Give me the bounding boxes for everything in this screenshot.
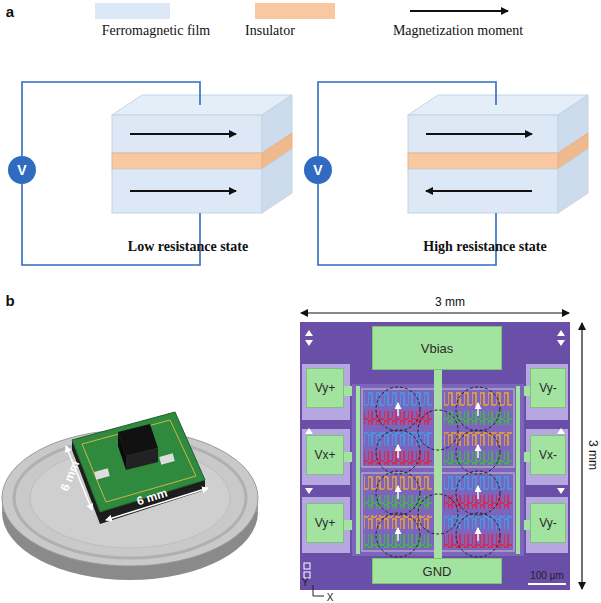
node-label: Vbias	[421, 341, 454, 356]
node-label: Vy-	[539, 516, 557, 530]
signal-pad: Vy+	[306, 368, 344, 408]
panel-label: a	[6, 3, 14, 20]
mtj-stack-parallel	[112, 95, 292, 213]
node-label: Vy-	[539, 381, 557, 395]
signal-pad: Vy+	[306, 503, 344, 543]
voltage-source: V	[8, 156, 36, 184]
axis-label: Y	[302, 577, 309, 588]
dimension-line	[581, 323, 582, 589]
state-caption: Low resistance state	[128, 239, 248, 255]
scale-bar-label: 100 µm	[530, 570, 564, 581]
signal-pad: Vy-	[530, 503, 566, 543]
circuit-wire	[318, 82, 496, 265]
ground-pad: GND	[372, 558, 502, 584]
signal-pad: Vy-	[530, 368, 566, 408]
coin-photo	[2, 412, 258, 580]
panel-label: b	[5, 292, 14, 309]
sensor-die	[300, 322, 570, 590]
node-label: V	[313, 162, 322, 178]
voltage-source: V	[304, 156, 332, 184]
node-label: Vy+	[315, 516, 336, 530]
signal-pad: Vx-	[530, 435, 566, 475]
legend-arrow	[410, 10, 508, 12]
bias-pad: Vbias	[372, 326, 502, 370]
legend-text: Ferromagnetic film	[102, 23, 210, 39]
mtj-stack-antiparallel	[408, 95, 588, 213]
node-label: Vy+	[315, 381, 336, 395]
dimension-label: 3 mm	[586, 440, 600, 470]
state-caption: High resistance state	[423, 239, 546, 255]
legend-swatch	[255, 3, 335, 19]
signal-pad: Vx+	[306, 435, 344, 475]
axis-label: X	[327, 592, 334, 603]
dimension-label: 3 mm	[435, 295, 465, 309]
legend-swatch	[95, 3, 170, 19]
axis-indicator	[313, 585, 324, 596]
legend-text: Insulator	[245, 23, 295, 39]
node-label: GND	[423, 564, 452, 579]
node-label: V	[17, 162, 26, 178]
dimension-line	[301, 312, 569, 313]
node-label: Vx-	[539, 448, 557, 462]
legend-text: Magnetization moment	[393, 23, 523, 39]
circuit-wire	[22, 82, 200, 265]
node-label: Vx+	[314, 448, 335, 462]
